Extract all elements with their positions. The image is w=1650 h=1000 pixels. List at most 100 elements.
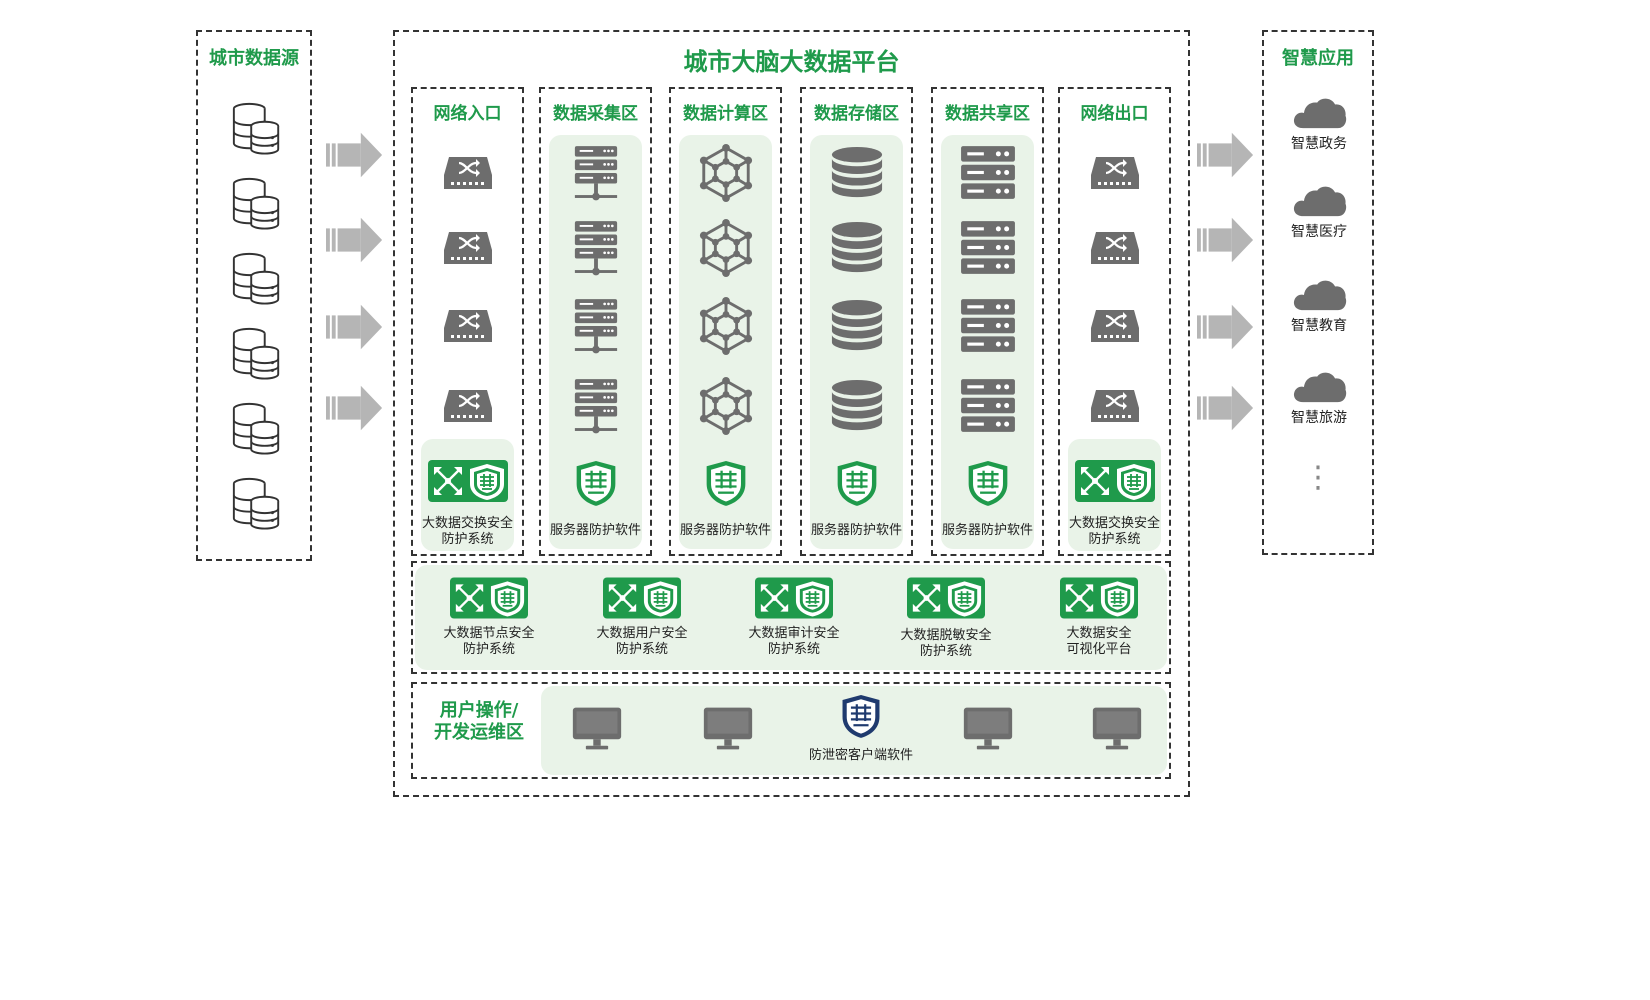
more-indicator: ⋮ <box>1303 460 1333 495</box>
hexagon-network-icon <box>697 144 754 202</box>
right-arrow-icon <box>326 304 383 350</box>
exchange-security-icon <box>1060 577 1138 619</box>
shield-icon <box>835 459 878 508</box>
security-system-label: 大数据用户安全防护系统 <box>582 626 702 658</box>
shield-icon <box>574 459 617 508</box>
footer-line: 防护系统 <box>441 532 494 547</box>
app-label: 智慧医疗 <box>1291 224 1347 240</box>
database-stack-icon <box>232 102 280 155</box>
security-system-line1: 大数据用户安全 <box>596 626 688 641</box>
exchange-security-icon <box>755 577 833 619</box>
network-switch-icon <box>442 308 493 344</box>
database-stack-icon <box>232 477 280 530</box>
security-system-line1: 大数据审计安全 <box>748 626 840 641</box>
database-icon <box>831 146 882 198</box>
column-footer-label: 大数据交换安全防护系统 <box>413 516 522 548</box>
server-icon <box>960 299 1015 352</box>
column-footer-label: 服务器防护软件 <box>802 523 911 539</box>
database-stack-icon <box>232 177 280 230</box>
footer-line: 大数据交换安全 <box>421 516 513 531</box>
user-zone-title-line2: 开发运维区 <box>434 722 524 743</box>
database-icon <box>831 379 882 431</box>
column-footer-label: 服务器防护软件 <box>933 523 1042 539</box>
footer-line: 服务器防护软件 <box>549 523 641 538</box>
network-switch-icon <box>442 155 493 191</box>
security-system-line1: 大数据脱敏安全 <box>900 628 992 643</box>
security-system-line1: 大数据节点安全 <box>443 626 535 641</box>
column-title: 数据存储区 <box>814 104 899 124</box>
security-system-line1: 大数据安全 <box>1066 626 1132 641</box>
platform-title: 城市大脑大数据平台 <box>683 48 900 76</box>
security-system-line2: 防护系统 <box>615 642 668 657</box>
sources-panel: 城市数据源 <box>196 30 312 561</box>
right-arrow-icon <box>326 132 383 178</box>
database-icon <box>831 299 882 351</box>
exchange-security-icon <box>1074 460 1155 502</box>
column-title: 网络出口 <box>1080 104 1149 124</box>
right-arrow-icon <box>1197 304 1254 350</box>
shield-icon <box>704 459 747 508</box>
cloud-icon <box>1293 98 1347 129</box>
database-stack-icon <box>232 402 280 455</box>
footer-line: 服务器防护软件 <box>679 523 771 538</box>
network-switch-icon <box>1089 155 1140 191</box>
right-arrow-icon <box>1197 132 1254 178</box>
right-arrow-icon <box>326 217 383 263</box>
monitor-icon <box>572 707 622 750</box>
client-shield-icon <box>841 693 881 739</box>
user-zone-title-line1: 用户操作/ <box>439 700 519 721</box>
server-rack-icon <box>574 379 617 434</box>
network-switch-icon <box>1089 308 1140 344</box>
column-title: 网络入口 <box>433 104 502 124</box>
hexagon-network-icon <box>697 377 754 435</box>
hexagon-network-icon <box>697 297 754 355</box>
column-footer-label: 服务器防护软件 <box>671 523 780 539</box>
column-title: 数据计算区 <box>683 104 768 124</box>
apps-panel: 智慧应用 <box>1262 30 1374 555</box>
security-system-label: 大数据审计安全防护系统 <box>734 626 854 658</box>
sources-title: 城市数据源 <box>209 48 299 69</box>
server-icon <box>960 146 1015 199</box>
exchange-security-icon <box>427 460 508 502</box>
monitor-icon <box>703 707 753 750</box>
server-rack-icon <box>574 221 617 276</box>
security-system-label: 大数据脱敏安全防护系统 <box>886 628 1006 660</box>
cloud-icon <box>1293 372 1347 403</box>
footer-line: 防护系统 <box>1088 532 1141 547</box>
right-arrow-icon <box>1197 217 1254 263</box>
user-ops-zone: 用户操作/ 开发运维区 <box>411 682 1171 779</box>
client-software-label: 防泄密客户端软件 <box>808 748 913 763</box>
exchange-security-icon <box>907 577 985 619</box>
platform-frame: 城市大脑大数据平台 <box>393 30 1190 797</box>
security-system-label: 大数据安全可视化平台 <box>1039 626 1159 658</box>
exchange-security-icon <box>603 577 681 619</box>
column-footer-label: 服务器防护软件 <box>541 523 650 539</box>
app-label: 智慧旅游 <box>1291 410 1347 426</box>
network-switch-icon <box>1089 388 1140 424</box>
server-icon <box>960 379 1015 432</box>
network-switch-icon <box>442 230 493 266</box>
exchange-security-icon <box>450 577 528 619</box>
security-system-line2: 防护系统 <box>767 642 820 657</box>
database-stack-icon <box>232 327 280 380</box>
database-stack-icon <box>232 252 280 305</box>
server-rack-icon <box>574 299 617 354</box>
cloud-icon <box>1293 280 1347 311</box>
security-system-line2: 防护系统 <box>919 644 972 659</box>
database-icon <box>831 221 882 273</box>
monitor-icon <box>1092 707 1142 750</box>
app-label: 智慧教育 <box>1291 318 1347 334</box>
server-icon <box>960 221 1015 274</box>
cloud-icon <box>1293 186 1347 217</box>
right-arrow-icon <box>1197 385 1254 431</box>
shield-icon <box>966 459 1009 508</box>
footer-line: 服务器防护软件 <box>810 523 902 538</box>
network-switch-icon <box>1089 230 1140 266</box>
footer-line: 服务器防护软件 <box>941 523 1033 538</box>
server-rack-icon <box>574 146 617 201</box>
security-system-line2: 可视化平台 <box>1066 642 1132 657</box>
column-footer-label: 大数据交换安全防护系统 <box>1060 516 1169 548</box>
column-title: 数据采集区 <box>553 104 638 124</box>
footer-line: 大数据交换安全 <box>1068 516 1160 531</box>
right-arrow-icon <box>326 385 383 431</box>
